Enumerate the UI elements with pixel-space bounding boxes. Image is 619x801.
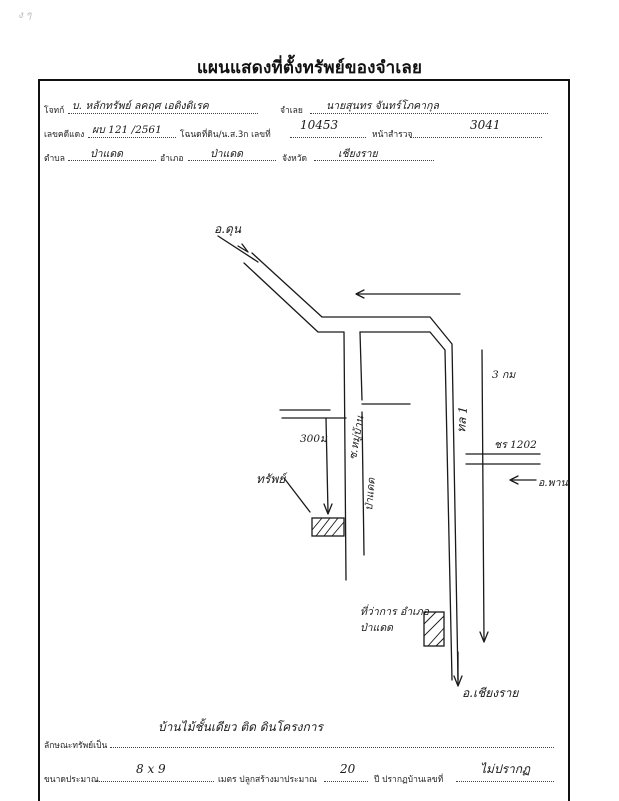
property-type-value: บ้านไม้ชั้นเดียว ติด ดินโครงการ [158,720,323,734]
property-block [311,517,345,537]
province-label: จังหวัด [282,154,308,164]
map-label-district-office: ที่ว่าการ อำเภอป่าแดด [360,606,429,634]
house-no-value: ไม่ปรากฏ [480,762,531,776]
plaintiff-label: โจทก์ [44,106,65,116]
map-label-bottom: อ.เชียงราย [462,686,519,700]
plaintiff-line [68,113,258,114]
defendant-value: นายสุนทร จันทร์โภคากุล [326,100,439,112]
house-no-line [456,781,554,782]
size-value: 8 x 9 [136,762,166,776]
arrow-right-vertical-line [481,349,485,641]
road-soi-middle [361,411,365,556]
arrow-top-left-head [237,243,249,253]
subdistrict-line [68,160,156,161]
deed-label: โฉนดที่ดิน/น.ส.3ก เลขที่ [180,130,271,140]
property-type-line [110,747,554,748]
page-title: แผนแสดงที่ตั้งทรัพย์ของจำเลย [196,58,423,78]
plaintiff-value: บ. หลักทรัพย์ ลคฤศ เอดิงดิเรค [72,100,209,112]
size-line [96,781,214,782]
map-label-property: ทรัพย์ [256,472,286,486]
built-line [324,781,368,782]
survey-line [410,137,542,138]
case-value: ผบ 121 /2561 [92,124,162,136]
road-soi-left [359,331,363,401]
map-label-top-left: อ.ดุน [214,222,242,236]
leader-property [283,477,311,513]
built-label: เมตร ปลูกสร้างมาประมาณ [218,775,317,785]
arrow-right-vertical-head [479,631,489,643]
subdistrict-value: ป่าแดด [90,148,123,160]
survey-label: หน้าสำรวจ [372,130,413,140]
map-label-road-main: ทล 1 [453,405,471,434]
document-frame [38,79,570,801]
defendant-line [310,113,548,114]
road-main-right [359,331,453,681]
map-label-village: ป่าแดด [362,477,378,512]
case-line [88,137,176,138]
survey-value: 3041 [470,118,501,132]
district-line [188,160,276,161]
map-label-to-east: อ.พาน [538,477,568,489]
arrow-property-line [325,417,329,513]
defendant-label: จำเลย [280,106,303,116]
district-office-block [423,611,445,647]
road-diagonal-lower [243,262,347,581]
road-diagonal-upper [251,252,459,681]
arrow-right-top-head [355,289,365,299]
deed-line [290,137,366,138]
property-type-label: ลักษณะทรัพย์เป็น [44,741,108,751]
subdistrict-label: ตำบล [44,154,65,164]
corner-mark: ง ๆ [18,10,32,21]
arrow-top-left-line [217,235,259,263]
province-value: เชียงราย [338,148,378,160]
arrow-property-head [323,503,333,515]
map-label-distance-right: 3 กม [492,369,516,381]
house-no-label: ปี ปรากฏบ้านเลขที่ [374,775,444,785]
arrow-bottom-head [453,675,463,687]
case-label: เลขคดีแดง [44,130,85,140]
district-label: อำเภอ [160,154,184,164]
map-label-road-code: ชร 1202 [494,439,537,451]
province-line [314,160,434,161]
deed-value: 10453 [300,118,339,132]
size-label: ขนาดประมาณ [44,775,99,785]
map-label-distance-mid: 300ม [300,433,327,445]
district-value: ป่าแดด [210,148,243,160]
built-value: 20 [340,762,356,776]
arrow-east-head [509,475,519,485]
